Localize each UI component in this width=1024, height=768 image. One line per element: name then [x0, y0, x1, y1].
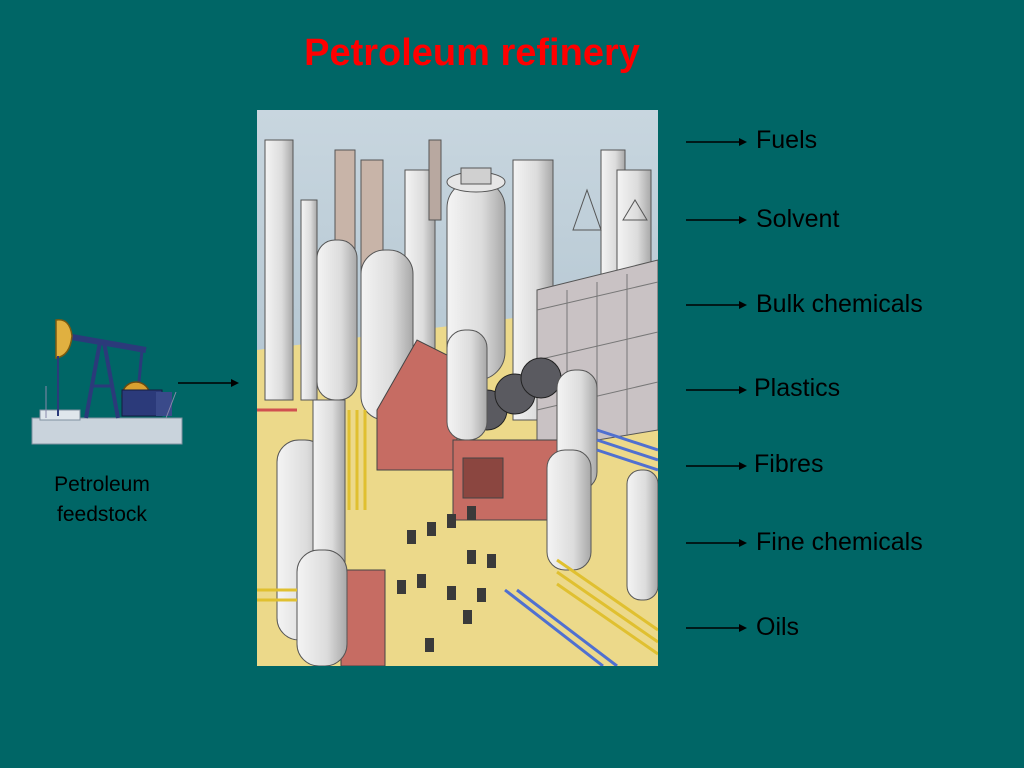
product-label-fuels: Fuels	[756, 126, 818, 154]
arrow-solvent	[686, 214, 748, 226]
product-label-plastics: Plastics	[754, 374, 841, 402]
product-label-oils: Oils	[756, 613, 800, 641]
oil-pumpjack-icon	[31, 319, 183, 445]
product-label-bulk-chemicals: Bulk chemicals	[756, 290, 923, 318]
arrow-fuels	[686, 136, 748, 148]
refinery-illustration	[257, 110, 658, 666]
product-label-fibres: Fibres	[754, 450, 824, 478]
product-label-solvent: Solvent	[756, 205, 840, 233]
arrow-fine-chemicals	[686, 537, 748, 549]
arrow-oils	[686, 622, 748, 634]
slide-title: Petroleum refinery	[304, 32, 640, 74]
arrow-bulk-chemicals	[686, 299, 748, 311]
feedstock-arrow	[178, 377, 240, 389]
product-label-fine-chemicals: Fine chemicals	[756, 528, 923, 556]
arrow-plastics	[686, 384, 748, 396]
arrow-fibres	[686, 460, 748, 472]
